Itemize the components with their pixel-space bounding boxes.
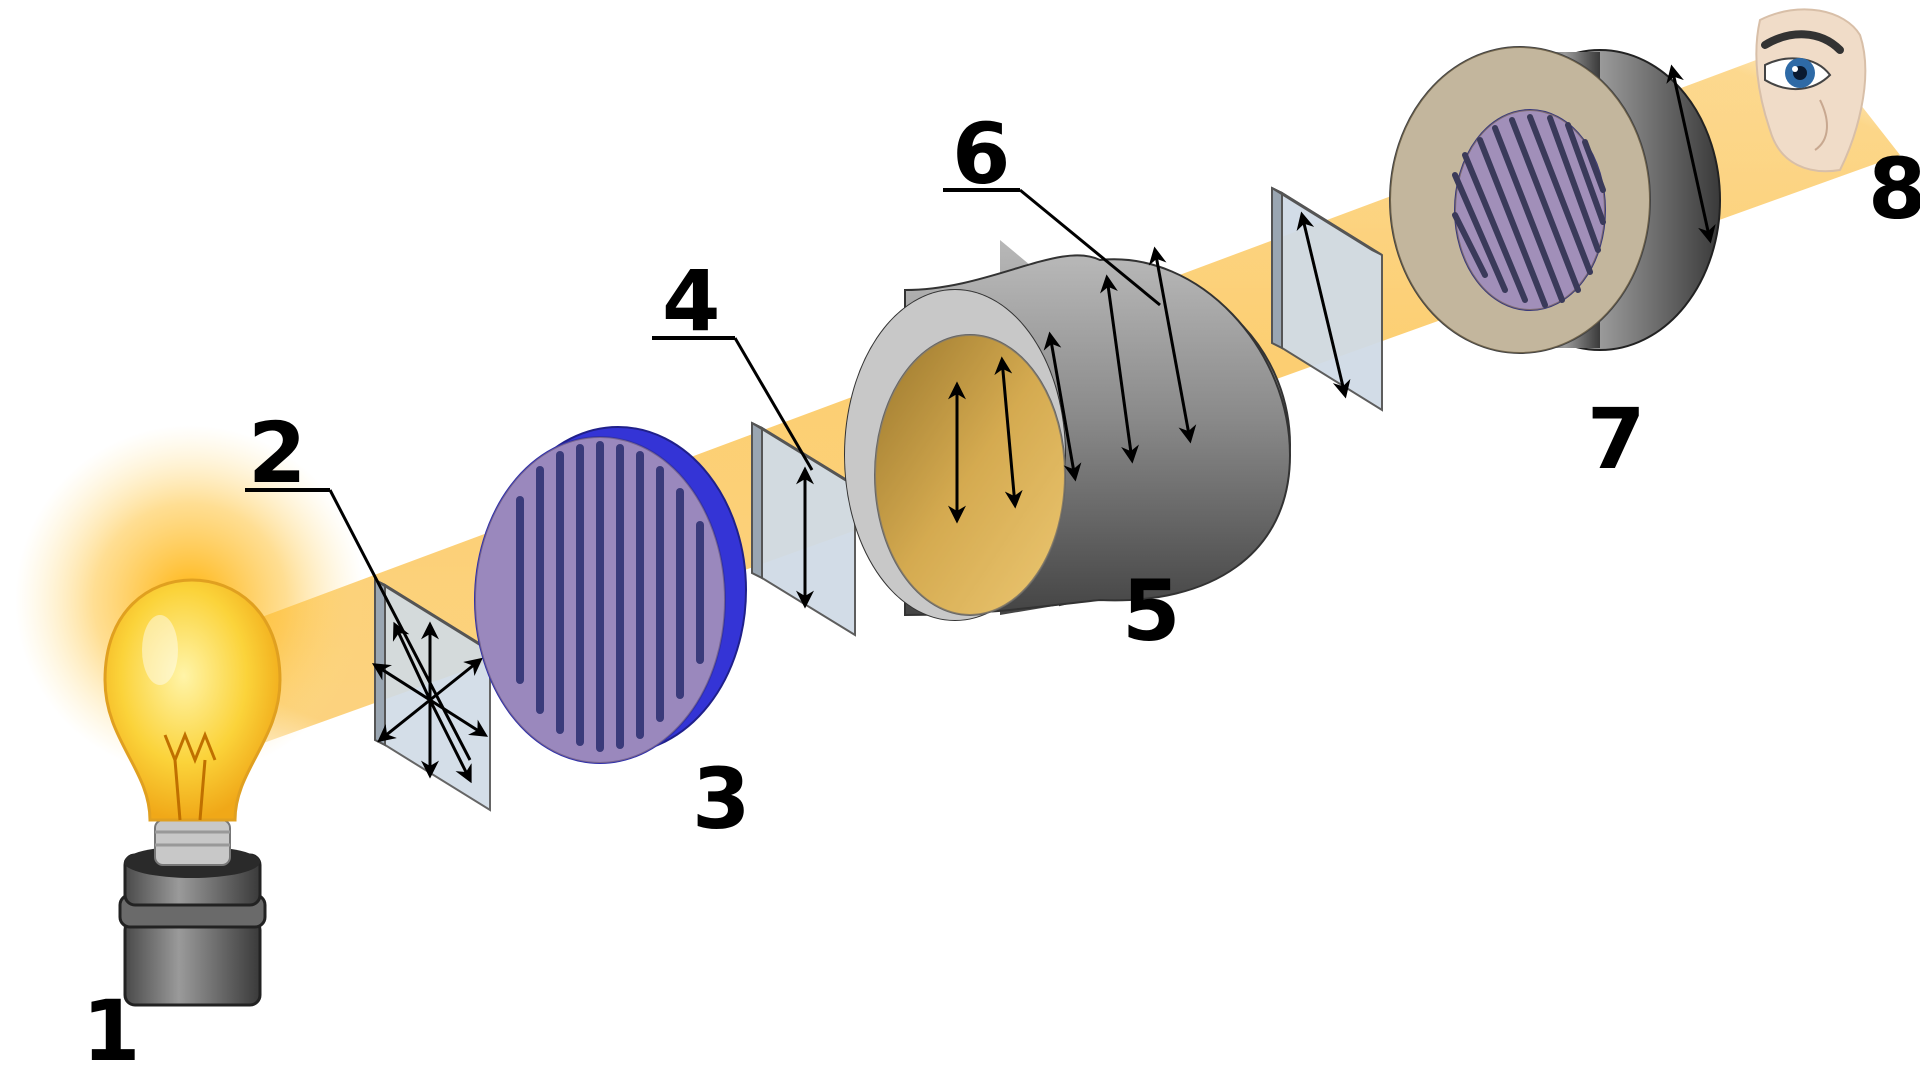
polarizer-left-plate	[751, 421, 856, 637]
polarizer-right-plate	[1271, 186, 1383, 412]
unpolarized-arrows	[371, 621, 489, 784]
label-1: 1	[82, 982, 140, 1065]
eye-icon	[1755, 8, 1867, 173]
label-8: 8	[1868, 140, 1920, 238]
label-2-leader	[245, 488, 472, 761]
blue-wave-plate-right	[1389, 46, 1721, 354]
exit-polarization-arrow	[1666, 64, 1716, 244]
label-6: 6	[952, 105, 1010, 203]
light-bulb-icon	[15, 425, 365, 1007]
label-2: 2	[248, 404, 306, 502]
polarization-arrows	[948, 246, 1197, 524]
label-4: 4	[662, 252, 720, 350]
label-7: 7	[1587, 390, 1645, 488]
label-4-leader	[652, 336, 814, 471]
label-5: 5	[1122, 562, 1180, 660]
label-6-leader	[943, 188, 1161, 307]
blue-wave-plate-left	[474, 426, 747, 764]
label-3: 3	[692, 750, 750, 848]
